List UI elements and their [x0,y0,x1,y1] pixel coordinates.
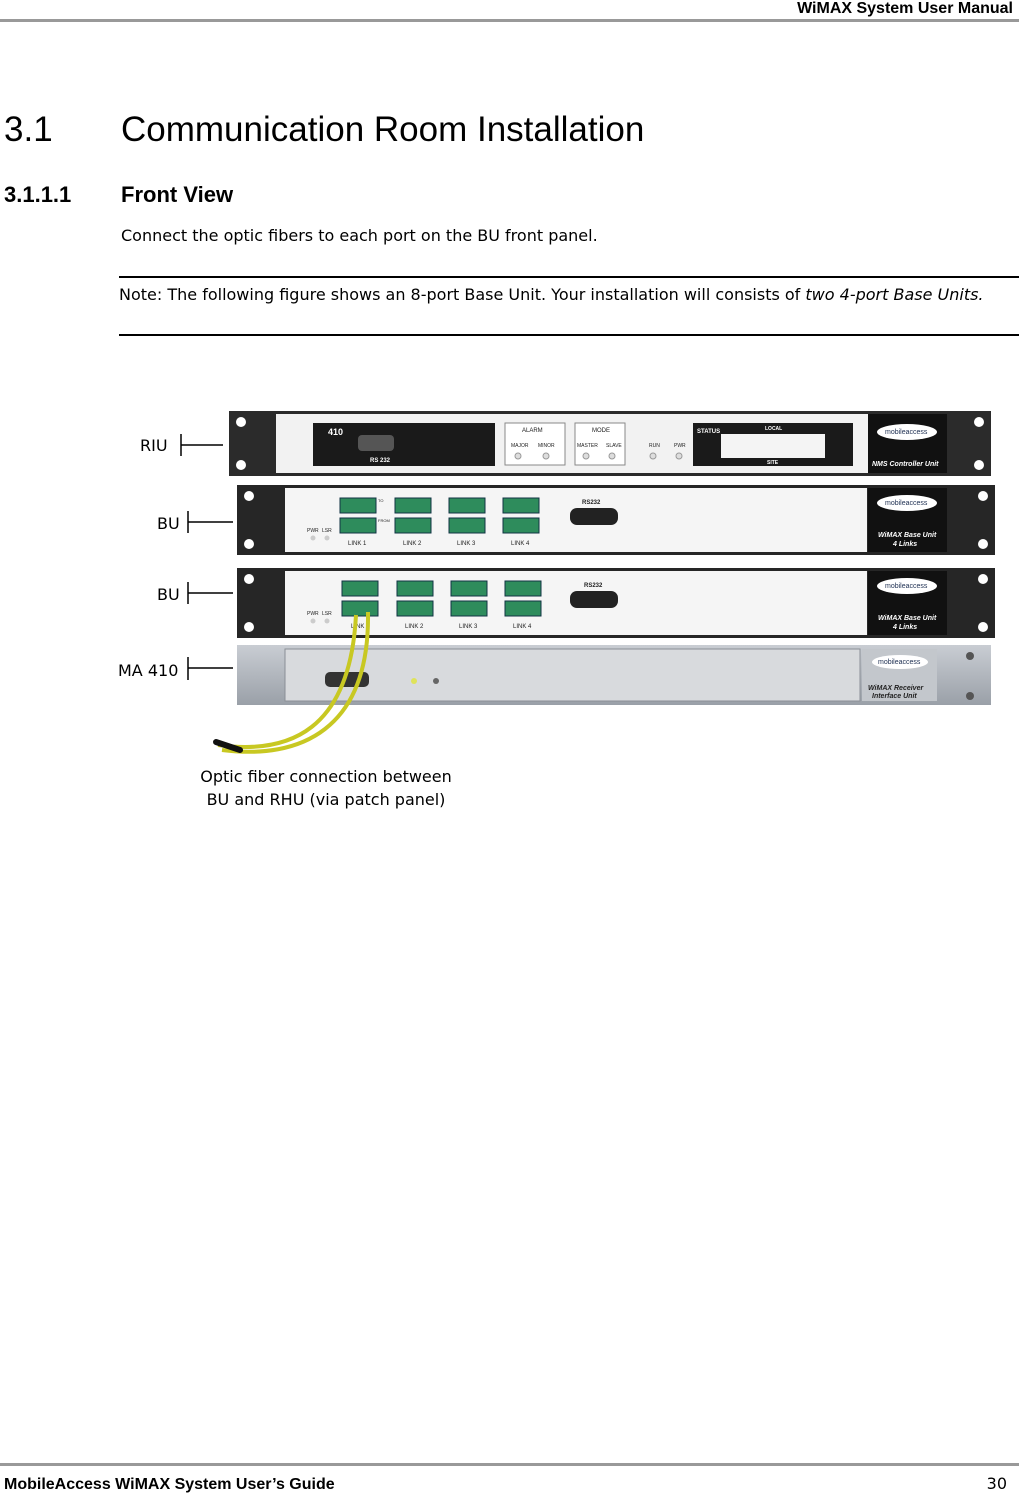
riu-unit-name: NMS Controller Unit [872,461,939,468]
riu-slave: SLAVE [606,443,622,449]
note-text: Note: The following figure shows an 8-po… [119,285,806,304]
section-number: 3.1 [4,110,53,149]
footer-guide-title: MobileAccess WiMAX System User’s Guide [4,1476,335,1493]
bu2-link-3: LINK 3 [459,624,478,630]
bu2-link-2: LINK 2 [405,624,424,630]
label-ma410: MA 410 [118,661,178,680]
bu-unit-1: PWR LSR TO FROM LINK 1 LINK 2 LINK 3 LIN… [237,485,995,555]
bu1-logo: mobileaccess [885,500,928,507]
bu1-pwr: PWR [307,528,319,534]
bu1-link-1: LINK 1 [348,541,367,547]
bu2-unit-links: 4 Links [892,624,917,631]
fiber-caption-line2: BU and RHU (via patch panel) [207,790,446,809]
section-heading: 3.1 Communication Room Installation [4,110,644,150]
bu2-unit-name: WiMAX Base Unit [878,615,937,622]
body-paragraph: Connect the optic fibers to each port on… [121,226,598,245]
riu-run: RUN [649,443,660,449]
rack-figure: 410 RS 232 ALARM MAJOR MINOR MODE MASTER… [118,411,995,809]
receiver-logo: mobileaccess [878,659,921,666]
note-box: Note: The following figure shows an 8-po… [119,276,1019,336]
subsection-title: Front View [121,182,234,207]
riu-alarm: ALARM [522,428,543,434]
bu2-rs232: RS232 [584,583,603,589]
riu-local: LOCAL [765,426,782,432]
riu-site: SITE [767,460,779,466]
bu1-unit-name: WiMAX Base Unit [878,532,937,539]
bu1-link-3: LINK 3 [457,541,476,547]
bu1-unit-links: 4 Links [892,541,917,548]
bu2-ports [341,580,542,617]
bu2-link-4: LINK 4 [513,624,532,630]
footer-page-number: 30 [986,1474,1007,1493]
bu2-logo: mobileaccess [885,583,928,590]
label-bu-2: BU [157,585,180,604]
bu1-from: FROM [378,518,390,523]
bu1-lsr: LSR [322,528,332,534]
bu1-ports [339,497,540,534]
riu-unit: 410 RS 232 ALARM MAJOR MINOR MODE MASTER… [229,411,991,476]
riu-mode: MODE [592,428,610,434]
subsection-number: 3.1.1.1 [4,182,72,207]
label-bu-1: BU [157,514,180,533]
section-title: Communication Room Installation [121,110,645,149]
riu-pwr: PWR [674,443,686,449]
bu2-link-1: LINK 1 [351,624,370,630]
fiber-caption-line1: Optic fiber connection between [200,767,452,786]
bu-unit-2: PWR LSR LINK 1 LINK 2 LINK 3 LINK 4 RS23… [237,568,995,638]
receiver-unit-name: WiMAX Receiver [868,685,924,692]
optic-fiber-cables [213,611,371,754]
riu-rs232: RS 232 [370,458,391,464]
bu2-pwr: PWR [307,611,319,617]
header-rule [0,19,1019,22]
ma410-unit: mobileaccess WiMAX Receiver Interface Un… [237,645,991,705]
bu2-lsr: LSR [322,611,332,617]
receiver-unit-sub: Interface Unit [872,693,917,700]
riu-logo: mobileaccess [885,429,928,436]
subsection-heading: 3.1.1.1 Front View [4,182,233,208]
bu1-rs232: RS232 [582,500,601,506]
label-riu: RIU [140,436,168,455]
riu-minor: MINOR [538,443,555,449]
riu-model: 410 [328,427,343,437]
bu1-to: TO [378,498,383,503]
header-title: WiMAX System User Manual [797,0,1013,17]
riu-master: MASTER [577,443,598,449]
footer-rule [0,1463,1019,1466]
note-emphasis: two 4-port Base Units. [805,285,984,304]
bu1-link-2: LINK 2 [403,541,422,547]
bu1-link-4: LINK 4 [511,541,530,547]
riu-status: STATUS [697,429,720,435]
riu-major: MAJOR [511,443,529,449]
